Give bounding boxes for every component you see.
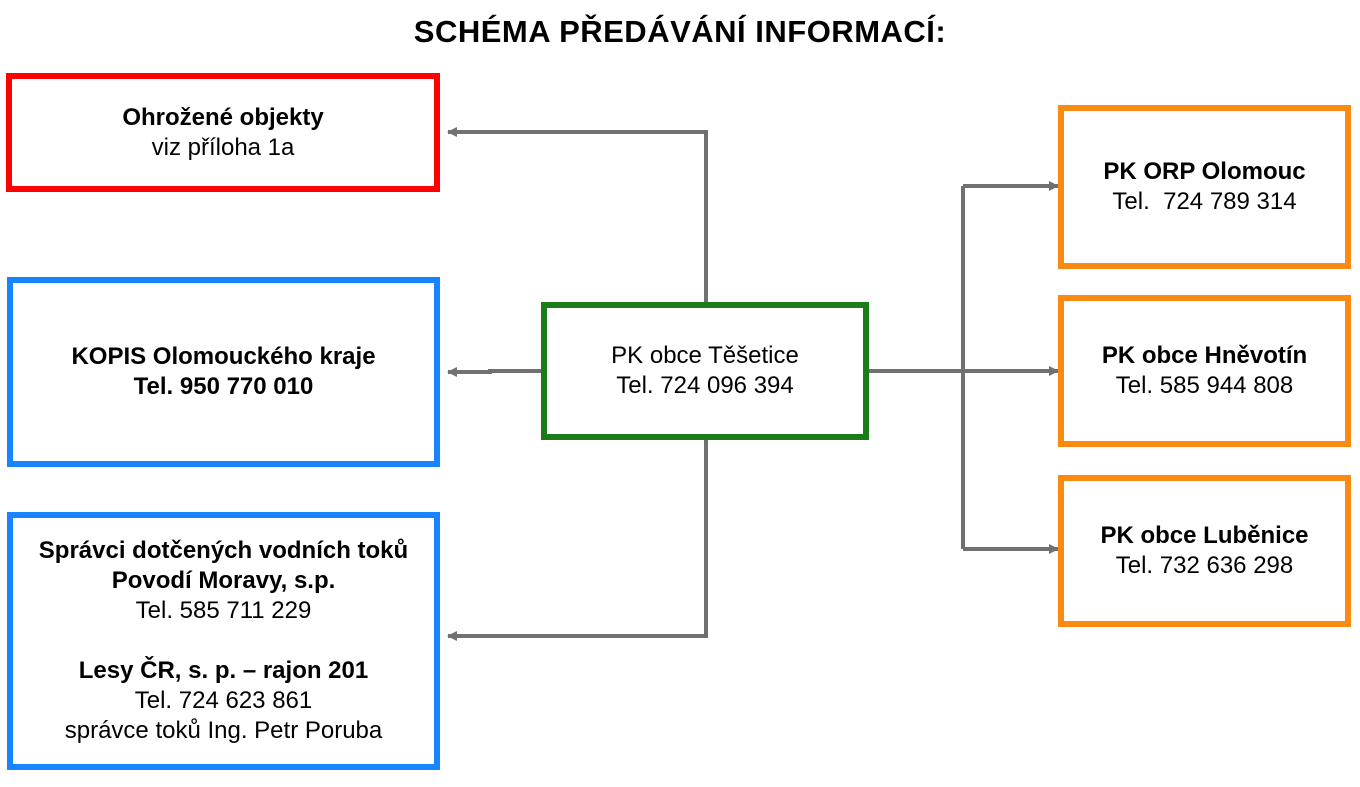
- lubenice-name: PK obce Luběnice: [1100, 522, 1309, 549]
- threatened-objects-box: Ohrožené objekty viz příloha 1a: [6, 73, 440, 192]
- orp-olomouc-box: PK ORP Olomouc Tel. 724 789 314: [1058, 105, 1351, 269]
- hnevotin-box: PK obce Hněvotín Tel. 585 944 808: [1058, 295, 1351, 447]
- center-phone: Tel. 724 096 394: [616, 372, 794, 399]
- lesy-cr-name: Lesy ČR, s. p. – rajon 201: [78, 657, 369, 684]
- povodi-moravy-name: Povodí Moravy, s.p.: [111, 567, 336, 594]
- threatened-objects-note: viz příloha 1a: [151, 133, 295, 161]
- povodi-moravy-phone: Tel. 585 711 229: [135, 597, 312, 624]
- kopis-name: KOPIS Olomouckého kraje: [71, 343, 376, 370]
- kopis-box: KOPIS Olomouckého kraje Tel. 950 770 010: [7, 277, 440, 467]
- arrow-to-threatened-objects: [447, 127, 708, 303]
- arrow-to-water-managers: [447, 438, 708, 641]
- diagram-title: SCHÉMA PŘEDÁVÁNÍ INFORMACÍ:: [413, 14, 947, 49]
- hnevotin-phone: Tel. 585 944 808: [1115, 372, 1294, 399]
- lubenice-phone: Tel. 732 636 298: [1115, 552, 1294, 579]
- orp-name: PK ORP Olomouc: [1103, 158, 1306, 185]
- lesy-cr-phone: Tel. 724 623 861: [134, 687, 313, 714]
- hnevotin-name: PK obce Hněvotín: [1101, 342, 1308, 369]
- center-name: PK obce Těšetice: [611, 342, 799, 369]
- orp-phone: Tel. 724 789 314: [1112, 188, 1297, 215]
- water-managers-box: Správci dotčených vodních toků Povodí Mo…: [7, 512, 440, 770]
- arrow-to-kopis: [447, 367, 542, 377]
- lesy-cr-manager: správce toků Ing. Petr Poruba: [64, 717, 383, 744]
- threatened-objects-name: Ohrožené objekty: [122, 103, 324, 131]
- lubenice-box: PK obce Luběnice Tel. 732 636 298: [1058, 475, 1351, 627]
- water-managers-heading: Správci dotčených vodních toků: [38, 537, 409, 564]
- center-tesetice-box: PK obce Těšetice Tel. 724 096 394: [541, 302, 869, 440]
- kopis-phone: Tel. 950 770 010: [133, 373, 314, 400]
